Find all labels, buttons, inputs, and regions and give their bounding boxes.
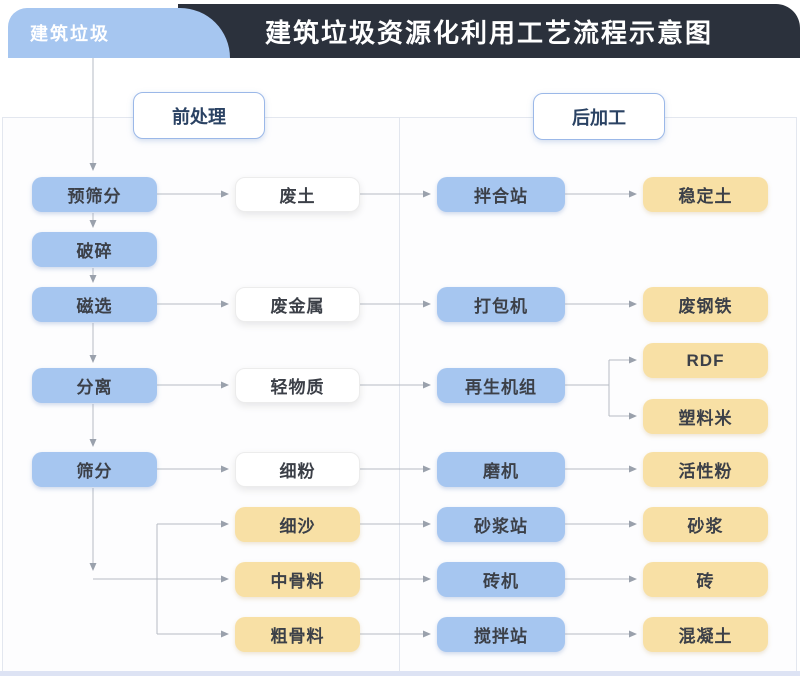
node-fine-sand: 细沙 (235, 507, 360, 542)
node-coarse-aggregate: 粗骨料 (235, 617, 360, 652)
node-regeneration-unit: 再生机组 (437, 368, 565, 403)
node-waste-soil: 废土 (235, 177, 360, 212)
node-light-material: 轻物质 (235, 368, 360, 403)
node-mortar-station: 砂浆站 (437, 507, 565, 542)
section-label-pre-processing: 前处理 (133, 92, 265, 139)
section-label-post-processing: 后加工 (533, 93, 665, 140)
source-tab: 建筑垃圾 (8, 8, 230, 58)
node-screening: 筛分 (32, 452, 157, 487)
node-waste-metal: 废金属 (235, 287, 360, 322)
node-mortar: 砂浆 (643, 507, 768, 542)
node-rdf: RDF (643, 343, 768, 378)
section-divider-line (399, 117, 400, 672)
page-title: 建筑垃圾资源化利用工艺流程示意图 (264, 17, 713, 48)
node-mixing-station: 拌合站 (437, 177, 565, 212)
node-magnetic-separation: 磁选 (32, 287, 157, 322)
node-crushing: 破碎 (32, 232, 157, 267)
node-brick-machine: 砖机 (437, 562, 565, 597)
node-baler: 打包机 (437, 287, 565, 322)
node-active-powder: 活性粉 (643, 452, 768, 487)
node-mill: 磨机 (437, 452, 565, 487)
node-stabilized-soil: 稳定土 (643, 177, 768, 212)
node-plastic-pellets: 塑料米 (643, 399, 768, 434)
title-bar: 建筑垃圾资源化利用工艺流程示意图 (178, 4, 800, 58)
node-stirring-station: 搅拌站 (437, 617, 565, 652)
node-medium-aggregate: 中骨料 (235, 562, 360, 597)
connector-lines (89, 58, 637, 638)
node-pre-screening: 预筛分 (32, 177, 157, 212)
node-fine-powder: 细粉 (235, 452, 360, 487)
node-concrete: 混凝土 (643, 617, 768, 652)
node-brick: 砖 (643, 562, 768, 597)
source-tab-label: 建筑垃圾 (30, 24, 110, 44)
footer-strip (0, 671, 800, 676)
node-separation: 分离 (32, 368, 157, 403)
node-scrap-steel: 废钢铁 (643, 287, 768, 322)
